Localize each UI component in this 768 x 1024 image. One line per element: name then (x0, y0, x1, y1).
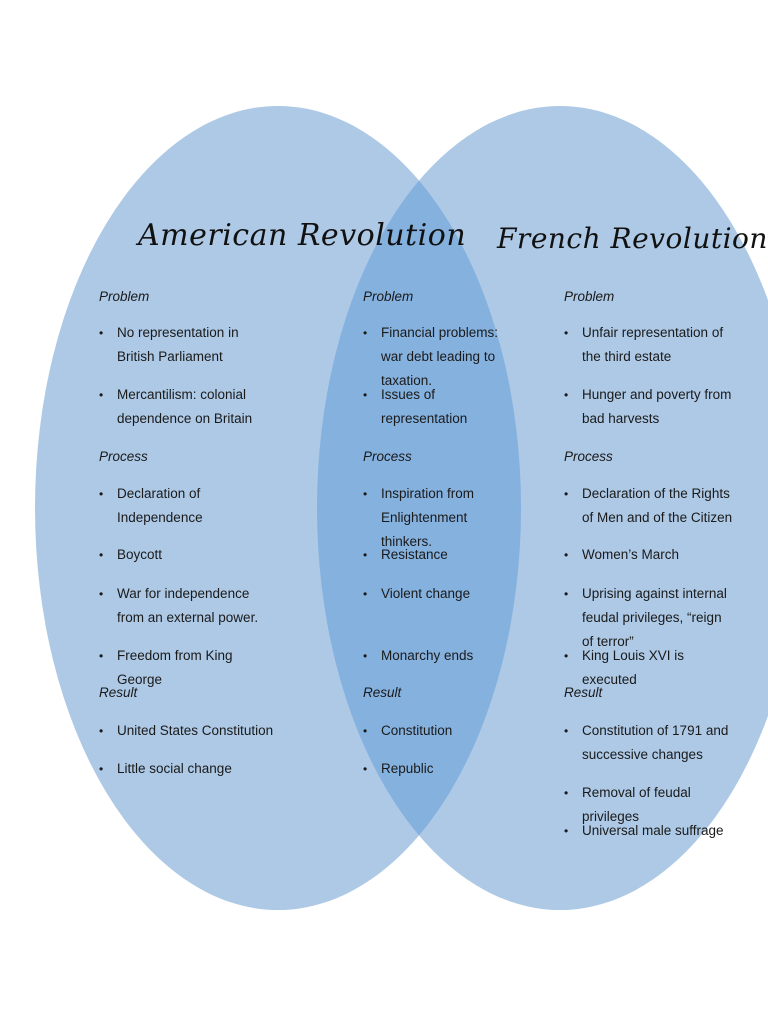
bullet-icon: • (99, 762, 104, 776)
overlap-region (317, 106, 521, 910)
bullet-icon: • (363, 548, 368, 562)
shared-result-heading: Result (363, 685, 402, 700)
list-item: • War for independence from an external … (99, 582, 279, 630)
list-item: • Removal of feudal privileges (564, 781, 734, 829)
bullet-icon: • (99, 587, 104, 601)
french-result-heading: Result (564, 685, 603, 700)
bullet-icon: • (564, 388, 569, 402)
american-revolution-title: American Revolution (138, 218, 467, 253)
list-item: • Freedom from King George (99, 644, 279, 692)
list-item: • Declaration of the Rights of Men and o… (564, 482, 734, 530)
list-item: • Boycott (99, 543, 162, 567)
bullet-icon: • (564, 824, 569, 838)
bullet-icon: • (99, 724, 104, 738)
list-item: • Little social change (99, 757, 232, 781)
french-process-heading: Process (564, 449, 613, 464)
list-item: • Mercantilism: colonial dependence on B… (99, 383, 279, 431)
bullet-icon: • (363, 724, 368, 738)
bullet-icon: • (363, 487, 368, 501)
bullet-icon: • (363, 762, 368, 776)
bullet-icon: • (564, 326, 569, 340)
bullet-icon: • (564, 649, 569, 663)
bullet-icon: • (99, 649, 104, 663)
list-item: • Uprising against internal feudal privi… (564, 582, 734, 654)
list-item: • Constitution (363, 719, 452, 743)
american-process-heading: Process (99, 449, 148, 464)
french-problem-heading: Problem (564, 289, 615, 304)
list-item: • King Louis XVI is executed (564, 644, 734, 692)
list-item: • United States Constitution (99, 719, 273, 743)
bullet-icon: • (99, 548, 104, 562)
french-revolution-title: French Revolution (497, 222, 768, 255)
list-item: • Inspiration from Enlightenment thinker… (363, 482, 503, 554)
bullet-icon: • (564, 724, 569, 738)
shared-process-heading: Process (363, 449, 412, 464)
bullet-icon: • (564, 786, 569, 800)
list-item: • Declaration of Independence (99, 482, 279, 530)
list-item: • Universal male suffrage (564, 819, 724, 843)
bullet-icon: • (564, 587, 569, 601)
list-item: • Unfair representation of the third est… (564, 321, 734, 369)
bullet-icon: • (99, 388, 104, 402)
list-item: • Resistance (363, 543, 448, 567)
bullet-icon: • (564, 548, 569, 562)
bullet-icon: • (99, 326, 104, 340)
bullet-icon: • (363, 649, 368, 663)
list-item: • Constitution of 1791 and successive ch… (564, 719, 734, 767)
bullet-icon: • (564, 487, 569, 501)
american-result-heading: Result (99, 685, 138, 700)
bullet-icon: • (363, 326, 368, 340)
american-problem-heading: Problem (99, 289, 150, 304)
list-item: • Women’s March (564, 543, 679, 567)
list-item: • Violent change (363, 582, 470, 606)
list-item: • Republic (363, 757, 434, 781)
bullet-icon: • (363, 587, 368, 601)
list-item: • Monarchy ends (363, 644, 473, 668)
list-item: • Issues of representation (363, 383, 503, 431)
bullet-icon: • (99, 487, 104, 501)
list-item: • Hunger and poverty from bad harvests (564, 383, 734, 431)
list-item: • No representation in British Parliamen… (99, 321, 279, 369)
shared-problem-heading: Problem (363, 289, 414, 304)
bullet-icon: • (363, 388, 368, 402)
list-item: • Financial problems: war debt leading t… (363, 321, 503, 393)
